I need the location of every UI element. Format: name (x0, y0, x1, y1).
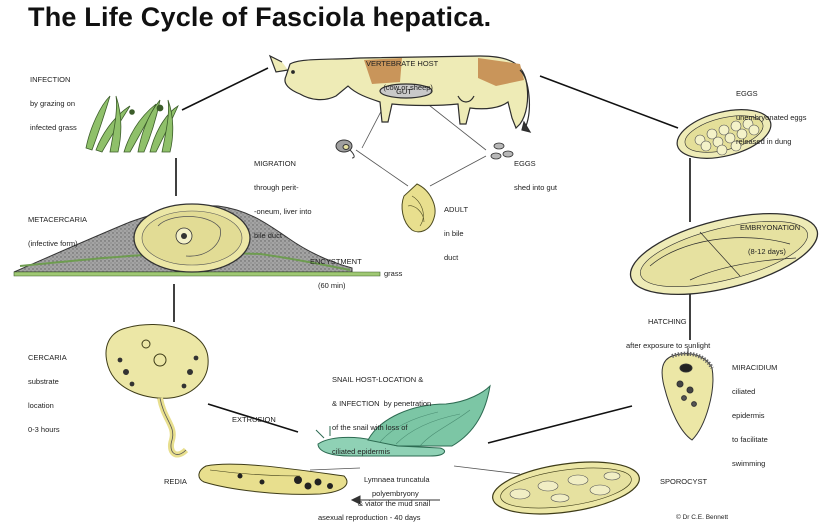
adult-heading: ADULT (444, 206, 468, 214)
polyembryony-label: polyembryony (372, 490, 419, 498)
adult-sub2: duct (444, 254, 468, 262)
redia (199, 464, 347, 494)
line-grass-to-cow (182, 68, 268, 110)
snail-host-sub2: of the snail with loss of (332, 424, 431, 432)
line-miracidium-to-snail (488, 406, 632, 443)
migration-sub1: through perit- (254, 184, 312, 192)
vertebrate-host-sub: (cow or sheep) (366, 84, 438, 92)
line-cow-to-eggs (540, 76, 678, 128)
miracidium-sub2: epidermis (732, 412, 777, 420)
credit-label: © Dr C.E. Bennett (676, 514, 728, 522)
vertebrate-host-heading: VERTEBRATE HOST (366, 60, 438, 68)
eggs-heading: EGGS (736, 90, 806, 98)
redia-label: REDIA (164, 478, 187, 486)
infection-sub1: by grazing on (30, 100, 77, 108)
adult-sub1: in bile (444, 230, 468, 238)
miracidium (662, 348, 713, 440)
eggs-sub2: released in dung (736, 138, 806, 146)
embryonation-sub: (8-12 days) (740, 248, 800, 256)
asexual-label: asexual reproduction - 40 days (318, 514, 421, 522)
snail-host-sub3: ciliated epidermis (332, 448, 431, 456)
eggs-gut-label: EGGS shed into gut (514, 144, 557, 200)
migration-juvenile (336, 140, 354, 158)
lymnaea-line2: & viator the mud snail (358, 500, 430, 508)
vertebrate-host-label: VERTEBRATE HOST (cow or sheep) (366, 44, 438, 100)
cercaria-sub3: 0-3 hours (28, 426, 67, 434)
gut-eggs (491, 143, 513, 159)
eggs-label: EGGS unembryonated eggs released in dung (736, 74, 806, 154)
miracidium-sub3: to facilitate (732, 436, 777, 444)
cercaria-sub1: substrate (28, 378, 67, 386)
encystment-heading: ENCYSTMENT (310, 258, 362, 266)
eggs-gut-sub: shed into gut (514, 184, 557, 192)
infection-label: INFECTION by grazing on infected grass (30, 60, 77, 140)
snail-host-heading: SNAIL HOST-LOCATION & (332, 376, 431, 384)
grass-tufts (86, 96, 178, 152)
metacercaria-label: METACERCARIA (infective form) (28, 200, 87, 256)
extrusion-label: EXTRUSION (232, 416, 276, 424)
snail-host-label: SNAIL HOST-LOCATION & & INFECTION by pen… (332, 360, 431, 464)
miracidium-sub1: ciliated (732, 388, 777, 396)
migration-sub3: bile duct (254, 232, 312, 240)
infection-sub2: infected grass (30, 124, 77, 132)
encystment-sub: (60 min) (310, 282, 362, 290)
eggs-sub1: unembryonated eggs (736, 114, 806, 122)
adult-fluke (402, 184, 435, 232)
sporocyst-label: SPOROCYST (660, 478, 707, 486)
hatching-heading: HATCHING (626, 318, 710, 326)
lymnaea-label: Lymnaea truncatula & viator the mud snai… (358, 460, 430, 516)
metacercaria-sub: (infective form) (28, 240, 87, 248)
lymnaea-line1: Lymnaea truncatula (358, 476, 430, 484)
cercaria-heading: CERCARIA (28, 354, 67, 362)
eggs-gut-heading: EGGS (514, 160, 557, 168)
miracidium-sub4: swimming (732, 460, 777, 468)
metacercaria-heading: METACERCARIA (28, 216, 87, 224)
embryonation-heading: EMBRYONATION (740, 224, 800, 232)
infection-heading: INFECTION (30, 76, 77, 84)
migration-heading: MIGRATION (254, 160, 312, 168)
hatching-label: HATCHING after exposure to sunlight (626, 302, 710, 358)
page-title: The Life Cycle of Fasciola hepatica. (28, 2, 491, 33)
embryonation-label: EMBRYONATION (8-12 days) (740, 208, 800, 264)
cercaria (106, 325, 208, 455)
migration-sub2: -oneum, liver into (254, 208, 312, 216)
miracidium-heading: MIRACIDIUM (732, 364, 777, 372)
adult-label: ADULT in bile duct (444, 190, 468, 270)
migration-label: MIGRATION through perit- -oneum, liver i… (254, 144, 312, 248)
snail-host-sub1: & INFECTION by penetration (332, 400, 431, 408)
sporocyst (489, 454, 642, 522)
miracidium-label: MIRACIDIUM ciliated epidermis to facilit… (732, 348, 777, 476)
cercaria-label: CERCARIA substrate location 0-3 hours (28, 338, 67, 442)
grass-label: grass (384, 270, 402, 278)
hatching-sub: after exposure to sunlight (626, 342, 710, 350)
cercaria-sub2: location (28, 402, 67, 410)
encystment-label: ENCYSTMENT (60 min) (310, 242, 362, 298)
